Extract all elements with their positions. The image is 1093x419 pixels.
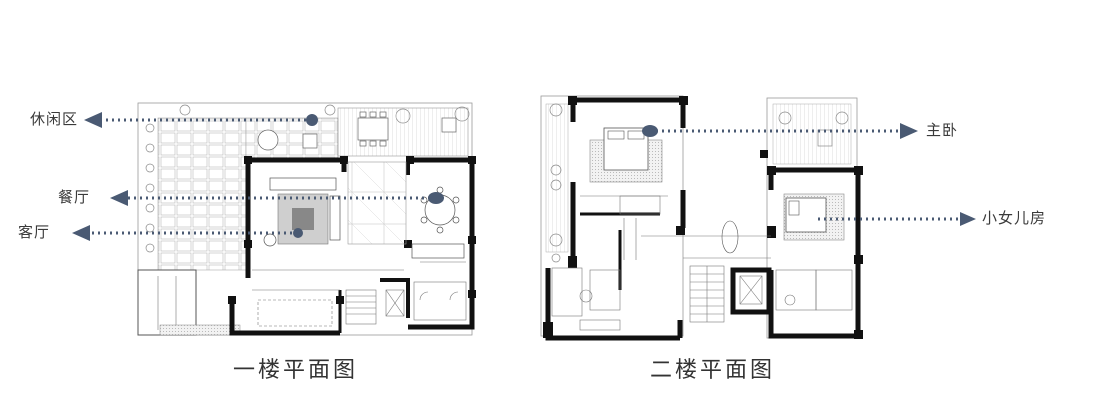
- daughter-arrowhead: [960, 212, 976, 226]
- floor-1-terrace-paving: [157, 117, 247, 271]
- master-bedroom-label: 主卧: [926, 121, 959, 139]
- living-arrowhead: [72, 225, 90, 241]
- floor-1-atrium: [347, 161, 407, 245]
- floor-1-plan: [137, 102, 476, 336]
- floor-1-outdoor-furniture: [257, 111, 457, 151]
- floor-2-master-pillows: [607, 130, 645, 140]
- callout-arrows: [72, 112, 976, 241]
- living-room-label: 客厅: [18, 223, 51, 241]
- floor-2-corridor-lines: [551, 220, 853, 331]
- floor-2-plan: [540, 95, 863, 341]
- leisure-marker-dot: [306, 114, 318, 126]
- floor-2-daughter-pillow: [788, 200, 800, 216]
- leisure-area-label: 休闲区: [30, 110, 79, 128]
- dining-marker-dot: [428, 192, 444, 204]
- floor-1-service-lines: [252, 261, 467, 327]
- floor-2-columns: [543, 96, 863, 339]
- dining-label: 餐厅: [58, 188, 91, 206]
- leisure-arrowhead: [84, 112, 102, 128]
- floor-1-annex-lines: [157, 276, 177, 330]
- master-marker-dot: [642, 125, 658, 137]
- daughter-room-label: 小女儿房: [982, 209, 1047, 227]
- floor-2-master-lines: [580, 195, 668, 260]
- floor-2-left-balcony: [545, 103, 569, 253]
- floor-1-sofas: [263, 177, 341, 247]
- floor-1-coffee-table: [292, 208, 314, 230]
- floor-1-title: 一楼平面图: [233, 358, 359, 383]
- floor-2-title: 二楼平面图: [650, 358, 776, 383]
- floor-1-planter-bottom: [159, 324, 241, 336]
- master-arrowhead: [900, 123, 918, 139]
- floor-1-columns: [228, 156, 476, 304]
- dining-arrowhead: [110, 190, 128, 206]
- living-marker-dot: [293, 228, 303, 238]
